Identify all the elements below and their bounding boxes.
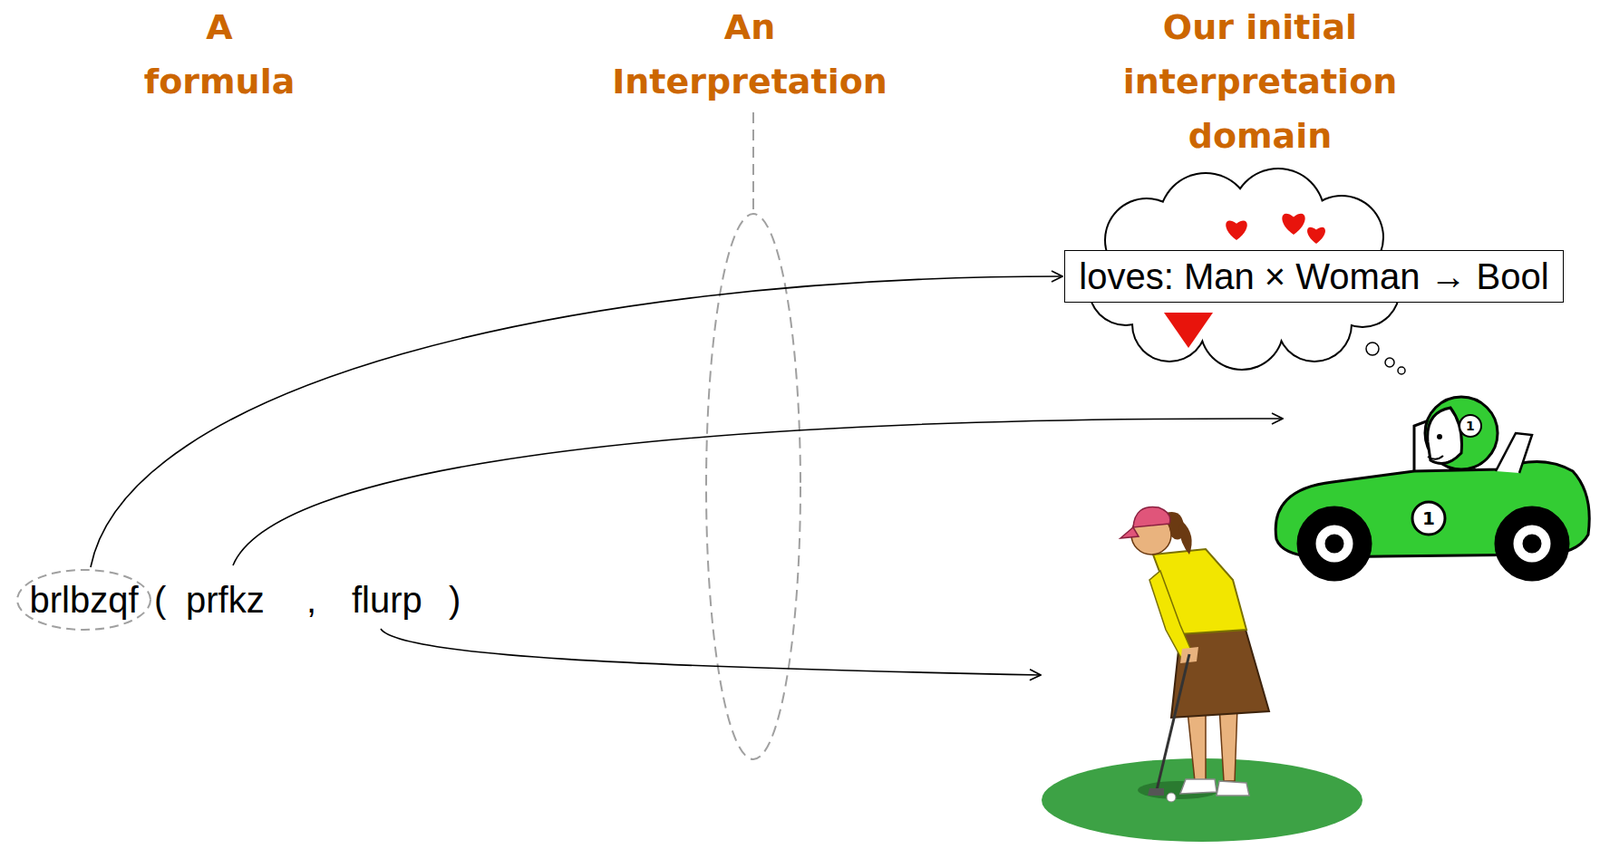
race-car [1275,397,1590,581]
car-number: 1 [1422,508,1436,529]
column-heading: A formula [133,0,306,109]
formula-part: ) [448,579,461,621]
formula-argument: prfkz [185,579,265,621]
helmet-number: 1 [1465,418,1475,434]
formula-argument: flurp [351,579,423,621]
leader-arrow [380,629,1041,676]
column-heading: Our initial interpretation domain [1110,0,1410,164]
interpretation-arrow [90,276,1063,568]
formula-symbol: brlbzqf [16,569,152,631]
formula-part: , [306,579,317,621]
column-heading: An Interpretation [600,0,900,109]
meaning-box: loves: Man × Woman → Bool [1064,250,1564,303]
formula-part: ( [154,579,166,621]
node-text: loves: Man × Woman → Bool [1078,251,1549,302]
leader-arrow [232,418,1283,566]
golfer [1041,506,1363,843]
node-text: brlbzqf [29,579,138,621]
dashed-ellipse-outline [17,570,151,631]
